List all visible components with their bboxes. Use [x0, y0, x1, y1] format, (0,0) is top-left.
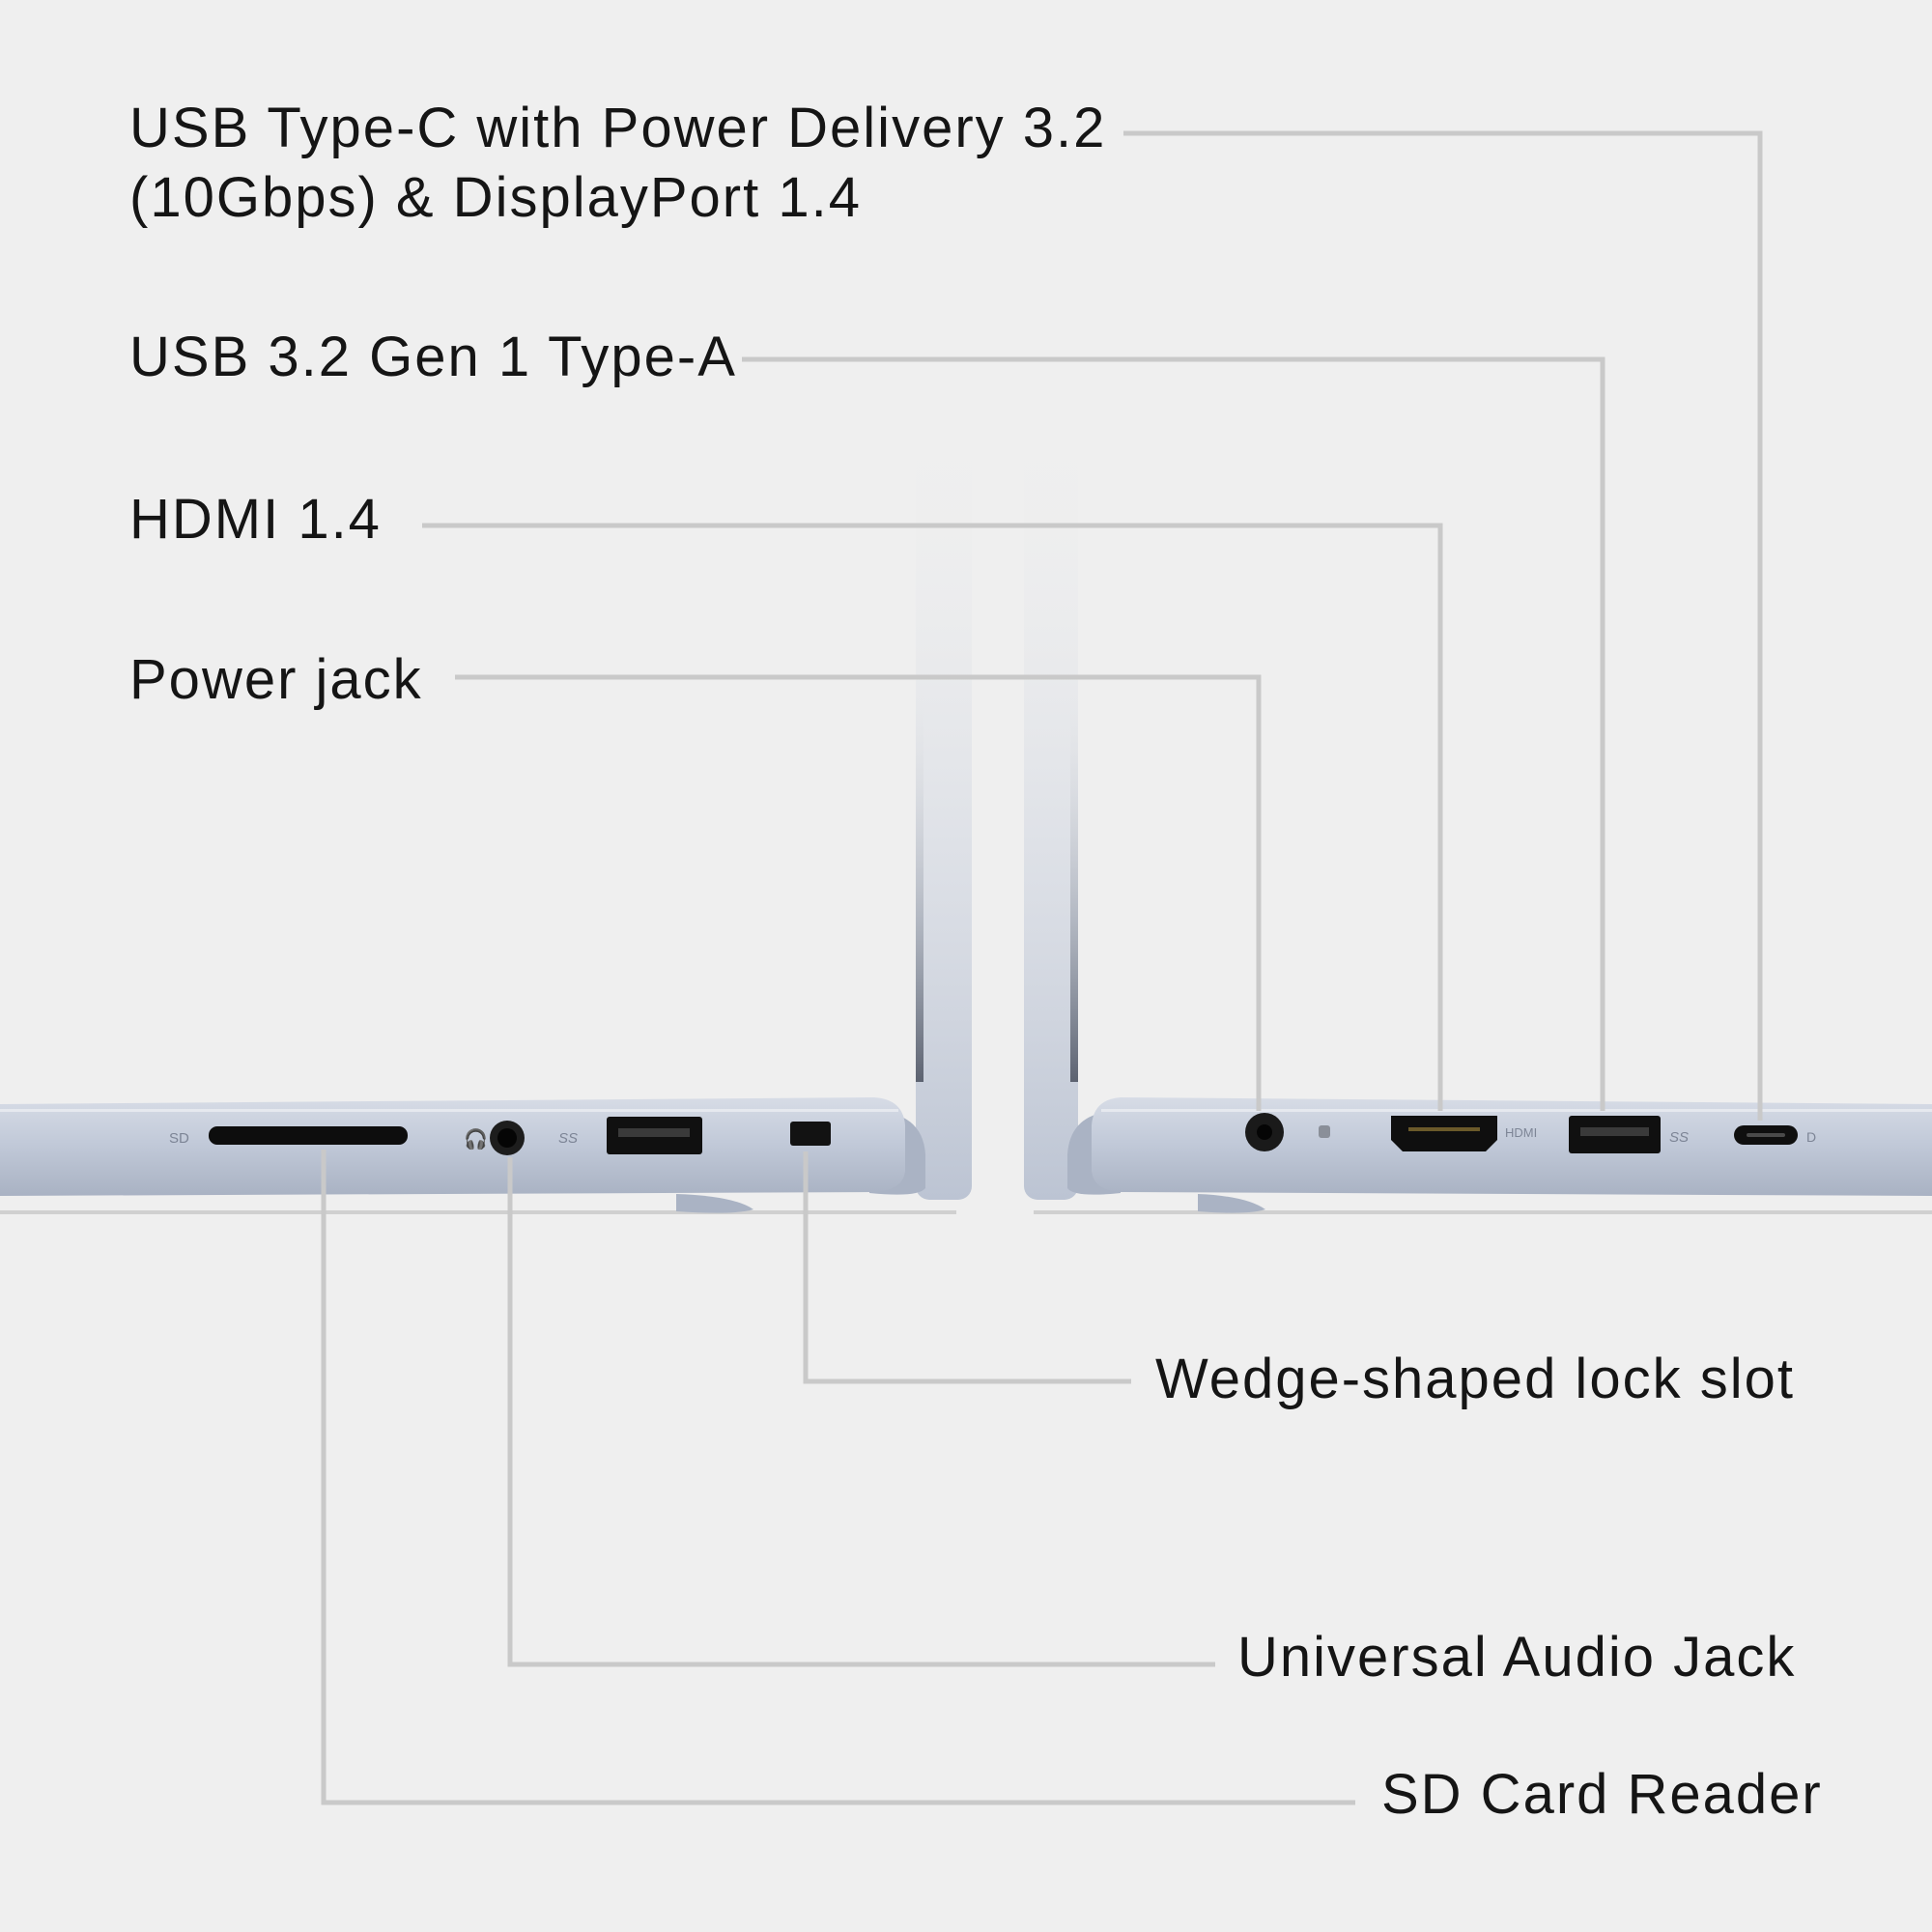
right-laptop-lid-edge	[1070, 676, 1078, 1082]
callout-usb-c: USB Type-C with Power Delivery 3.2 (10Gb…	[129, 94, 1106, 233]
usb-a-port-left-tongue	[618, 1128, 690, 1137]
leader-audio	[507, 1157, 1215, 1667]
hdmi-port	[1391, 1116, 1497, 1151]
leader-usb-c	[1123, 130, 1763, 1121]
wedge-lock-slot	[790, 1122, 831, 1146]
right-laptop-highlight	[1101, 1109, 1932, 1112]
ss-usb-icon-left: SS	[558, 1130, 578, 1147]
headphone-icon: 🎧	[464, 1127, 488, 1151]
callout-power-jack: Power jack	[129, 648, 423, 711]
leader-sd	[321, 1150, 1355, 1805]
ss-usb-icon-right: SS	[1669, 1129, 1689, 1146]
usb-a-port-right-tongue	[1580, 1127, 1649, 1136]
right-laptop-foot	[1198, 1194, 1265, 1213]
left-laptop-base	[0, 1097, 905, 1196]
right-laptop-base	[1092, 1097, 1932, 1196]
left-laptop-lid-edge	[916, 676, 923, 1082]
leader-hdmi	[422, 523, 1443, 1111]
floor-shadow-left	[0, 1210, 956, 1214]
left-laptop-foot	[676, 1194, 753, 1213]
power-jack-pin	[1257, 1124, 1272, 1140]
callout-sd-reader: SD Card Reader	[1381, 1763, 1823, 1826]
callout-lock-slot: Wedge-shaped lock slot	[1155, 1348, 1795, 1410]
right-laptop-lid	[1024, 406, 1078, 1200]
left-laptop: SD 🎧 SS	[0, 406, 972, 1213]
leader-usb-a	[742, 356, 1605, 1111]
callout-usb-c-line-2: (10Gbps) & DisplayPort 1.4	[129, 166, 862, 229]
callout-usb-c-line-1: USB Type-C with Power Delivery 3.2	[129, 97, 1107, 159]
left-laptop-lid	[916, 406, 972, 1200]
power-led	[1319, 1125, 1330, 1138]
displayport-icon: D	[1806, 1129, 1816, 1145]
leader-power	[455, 674, 1262, 1111]
leader-lock	[803, 1151, 1131, 1384]
right-laptop: HDMI SS D	[1024, 406, 1932, 1213]
sd-icon: SD	[169, 1130, 189, 1147]
sd-card-slot	[209, 1126, 408, 1145]
callout-hdmi: HDMI 1.4	[129, 488, 382, 551]
hdmi-icon: HDMI	[1505, 1125, 1537, 1140]
left-laptop-highlight	[0, 1109, 898, 1112]
hdmi-port-pins	[1408, 1127, 1480, 1131]
audio-jack-hole	[497, 1128, 517, 1148]
usb-c-port-tongue	[1747, 1133, 1785, 1137]
floor-shadow-right	[1034, 1210, 1932, 1214]
callout-usb-a: USB 3.2 Gen 1 Type-A	[129, 326, 737, 388]
callout-audio-jack: Universal Audio Jack	[1237, 1626, 1797, 1689]
